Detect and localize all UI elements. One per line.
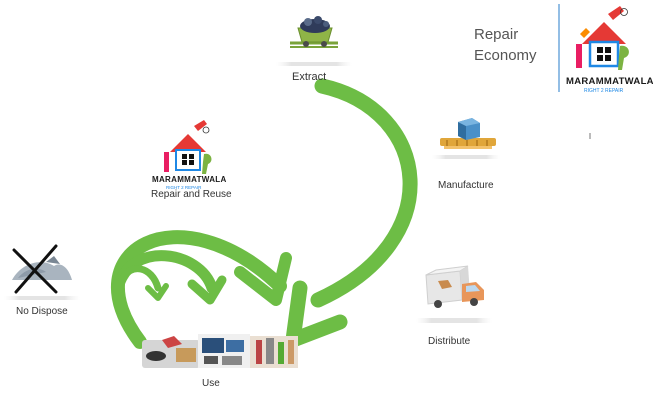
- arrow-repair-outer: [111, 230, 292, 349]
- landfill-crossed-icon: [4, 244, 80, 300]
- brand-tagline-large: RIGHT 2 REPAIR: [584, 88, 624, 94]
- stage-label-use: Use: [202, 378, 220, 389]
- conveyor-box-icon: [432, 118, 500, 159]
- brand-logo-small: MARAMMATWALA RIGHT 2 REPAIR: [152, 120, 227, 190]
- arrow-extract-to-use: [285, 78, 418, 348]
- stage-label-extract: Extract: [292, 71, 326, 83]
- consumer-products-icon: [142, 334, 298, 368]
- diagram-title: Repair Economy: [474, 24, 537, 66]
- brand-tagline-small: RIGHT 2 REPAIR: [166, 185, 202, 190]
- brand-name-small: MARAMMATWALA: [152, 175, 227, 184]
- stage-label-manufacture: Manufacture: [438, 180, 494, 191]
- stage-label-repair-reuse: Repair and Reuse: [151, 189, 232, 200]
- brand-name-large: MARAMMATWALA: [566, 76, 653, 87]
- arrow-repair-middle: [112, 250, 227, 305]
- arrow-repair-inner: [118, 265, 169, 301]
- delivery-truck-icon: [416, 265, 492, 323]
- title-line-1: Repair: [474, 26, 519, 43]
- brand-logo-large: MARAMMATWALA RIGHT 2 REPAIR: [566, 6, 653, 94]
- stage-label-no-dispose: No Dispose: [16, 306, 68, 317]
- stage-label-distribute: Distribute: [428, 336, 471, 347]
- title-line-2: Economy: [474, 47, 537, 64]
- mine-cart-icon: [276, 16, 352, 66]
